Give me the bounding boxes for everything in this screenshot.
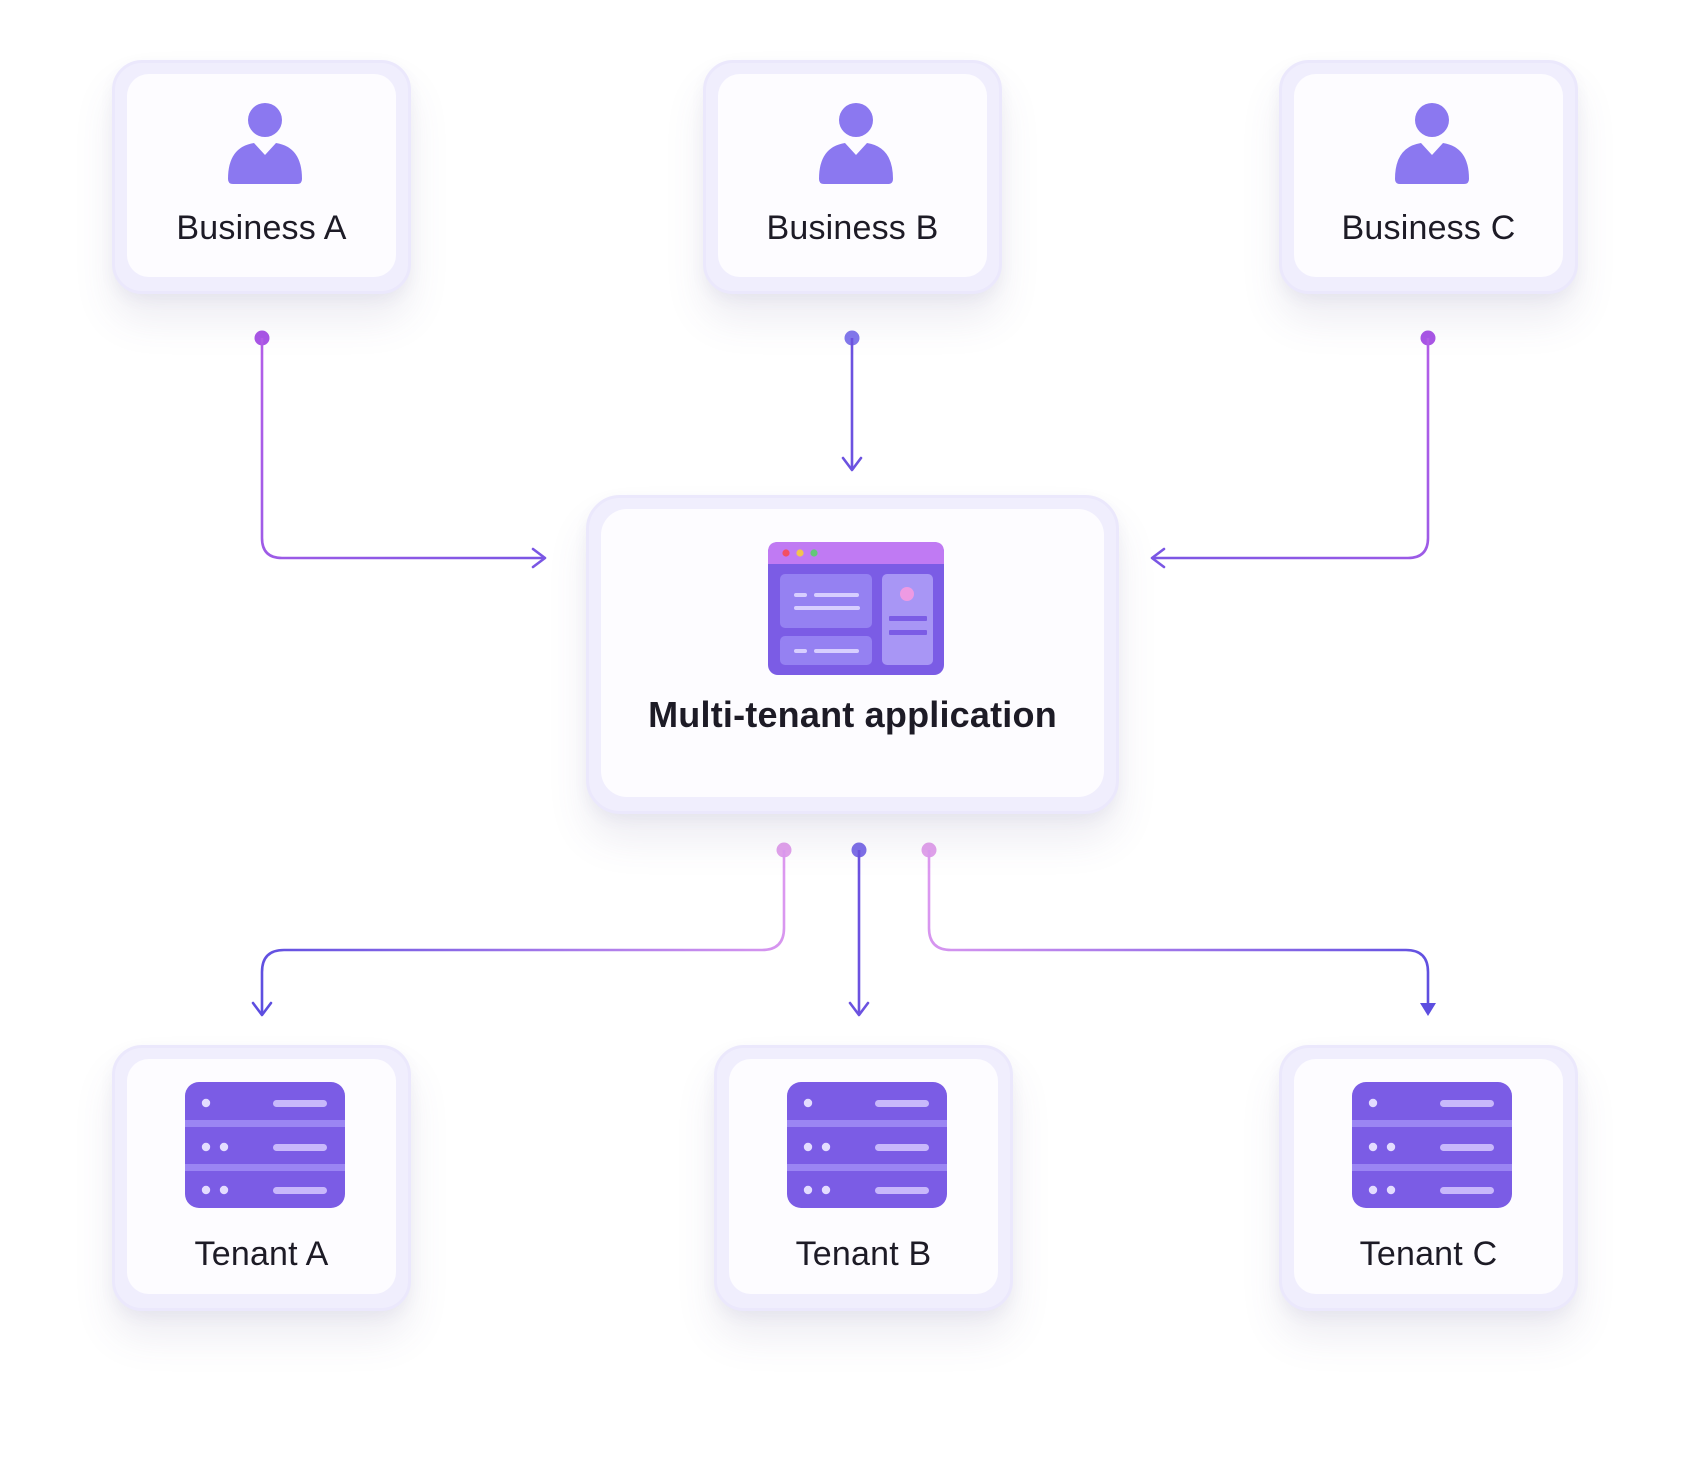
connector-business-b — [841, 330, 863, 472]
arrowhead-icon — [1150, 547, 1166, 569]
person-icon — [819, 103, 893, 184]
tenant-b-label: Tenant B — [795, 1235, 932, 1273]
tenant-c-card[interactable]: Tenant C — [1279, 1045, 1578, 1311]
connector-tenant-c — [921, 842, 1436, 1016]
arrowhead-icon — [531, 547, 547, 569]
business-a-card[interactable]: Business A — [112, 60, 411, 294]
business-b-card[interactable]: Business B — [703, 60, 1002, 294]
tenant-a-label: Tenant A — [194, 1235, 329, 1273]
connector-line — [1152, 338, 1430, 560]
connector-tenant-b — [848, 842, 870, 1017]
connector-business-a — [254, 330, 547, 569]
server-icon — [185, 1082, 345, 1208]
business-c-card[interactable]: Business C — [1279, 60, 1578, 294]
tenant-b-card[interactable]: Tenant B — [714, 1045, 1013, 1311]
connector-business-c — [1150, 330, 1436, 569]
tenant-c-label: Tenant C — [1359, 1235, 1498, 1273]
application-label: Multi-tenant application — [648, 694, 1057, 735]
app-window-icon — [768, 542, 944, 675]
connector-line — [927, 850, 1430, 1004]
server-icon — [787, 1082, 947, 1208]
person-icon — [228, 103, 302, 184]
connector-line — [260, 338, 545, 560]
arrowhead-icon — [1420, 1003, 1436, 1016]
connector-line — [260, 850, 786, 1015]
arrowhead-icon — [841, 456, 863, 472]
person-icon — [1395, 103, 1469, 184]
business-a-label: Business A — [176, 209, 347, 247]
connector-tenant-a — [251, 842, 792, 1017]
business-b-label: Business B — [766, 209, 939, 247]
server-icon — [1352, 1082, 1512, 1208]
application-card[interactable]: Multi-tenant application — [586, 495, 1119, 814]
arrowhead-icon — [848, 1001, 870, 1017]
tenant-a-card[interactable]: Tenant A — [112, 1045, 411, 1311]
business-c-label: Business C — [1341, 209, 1516, 247]
arrowhead-icon — [251, 1001, 273, 1017]
